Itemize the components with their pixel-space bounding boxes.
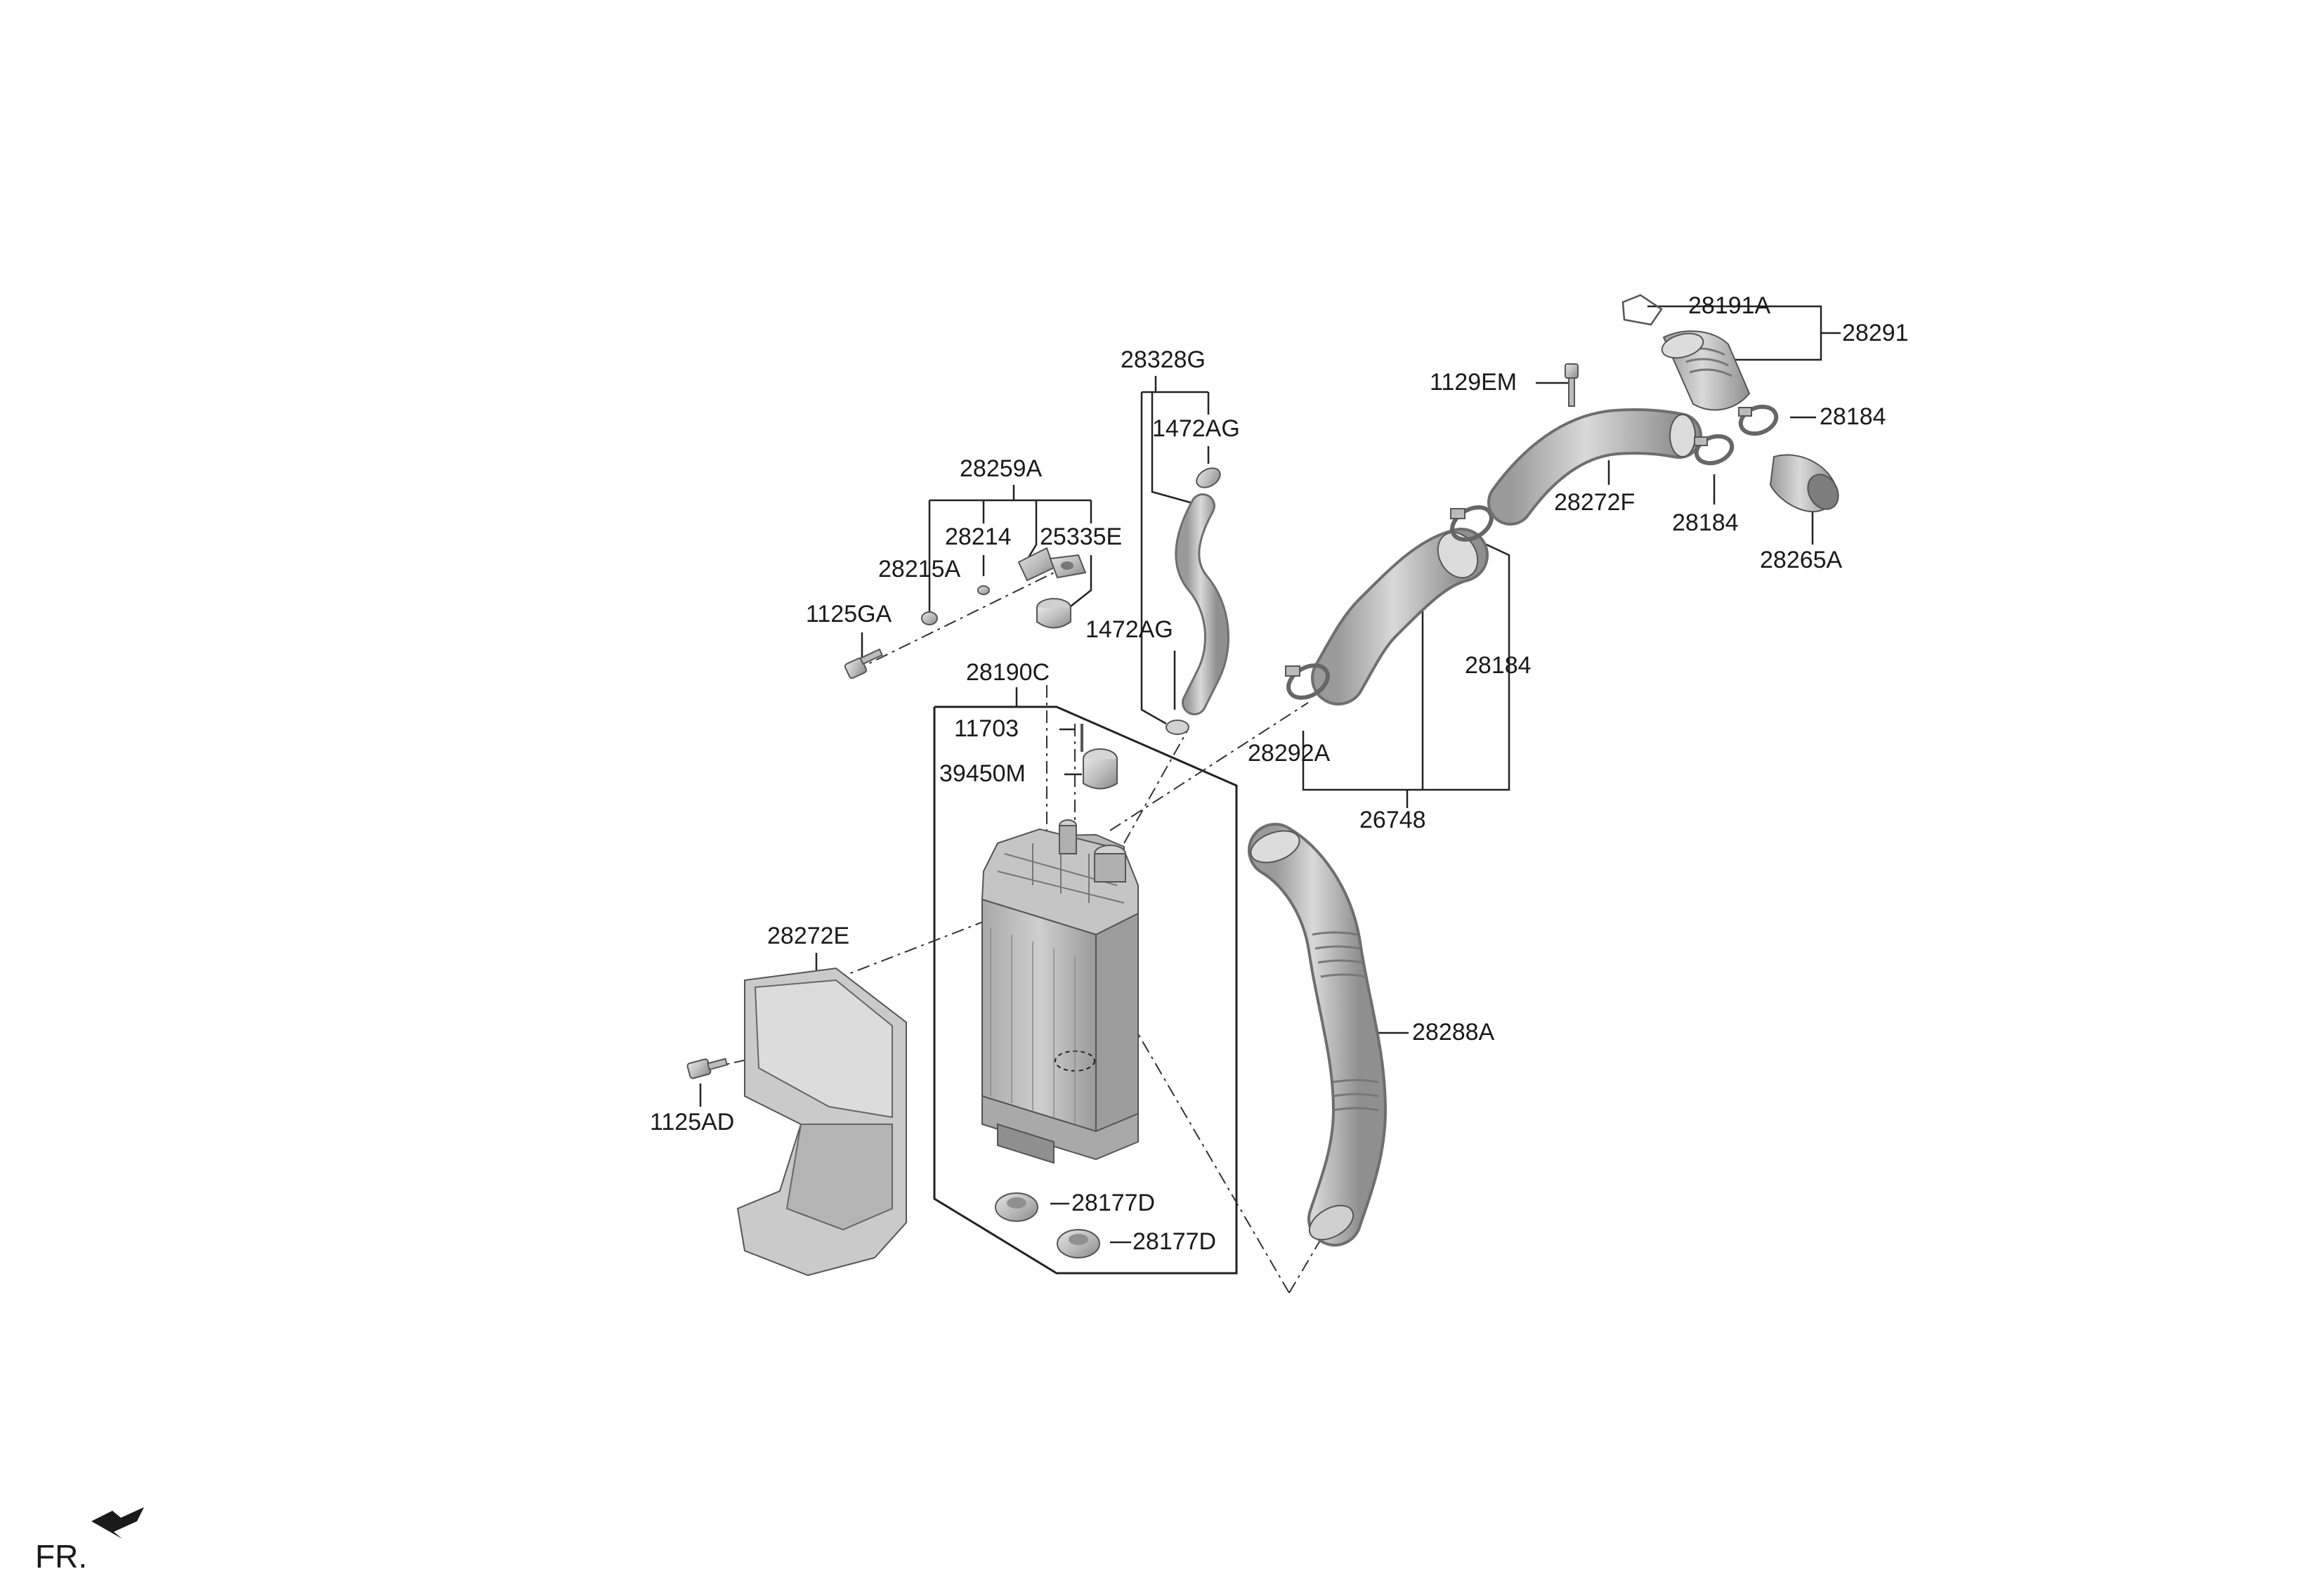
label-1125GA: 1125GA bbox=[806, 601, 892, 627]
intercooler-group-frame bbox=[933, 705, 1238, 1275]
clamp-28184-low bbox=[1694, 434, 1735, 466]
label-28272E: 28272E bbox=[767, 923, 850, 949]
hose-28328G bbox=[1166, 467, 1229, 735]
label-39450M: 39450M bbox=[939, 760, 1026, 787]
front-direction-arrow-icon bbox=[91, 1507, 144, 1539]
hose-28288A bbox=[1248, 823, 1388, 1247]
clamp-28184-top bbox=[1738, 404, 1779, 436]
label-28214: 28214 bbox=[945, 523, 1012, 550]
label-28292A: 28292A bbox=[1248, 740, 1331, 767]
label-1129EM: 1129EM bbox=[1430, 369, 1517, 396]
bolt-1125AD bbox=[686, 1057, 729, 1079]
label-1472AG-top: 1472AG bbox=[1152, 415, 1240, 442]
label-leader-lines bbox=[699, 305, 1841, 1244]
label-28291: 28291 bbox=[1842, 320, 1909, 346]
label-28191A: 28191A bbox=[1688, 292, 1771, 319]
label-1472AG-mid: 1472AG bbox=[1085, 616, 1173, 643]
nut-28214 bbox=[977, 585, 990, 595]
air-guide-28272E bbox=[736, 967, 907, 1277]
label-28184-mid: 28184 bbox=[1465, 652, 1532, 679]
label-1125AD: 1125AD bbox=[650, 1109, 735, 1135]
mount-25335E bbox=[1049, 554, 1087, 579]
label-11703: 11703 bbox=[954, 715, 1019, 742]
valve-39450M bbox=[1081, 724, 1118, 790]
grommet-28177D-a bbox=[995, 1192, 1038, 1222]
label-28272F: 28272F bbox=[1554, 489, 1636, 516]
label-28215A: 28215A bbox=[878, 556, 961, 583]
bolt-1125GA bbox=[844, 648, 884, 679]
hose-28265A bbox=[1769, 454, 1839, 513]
bracket-28214 bbox=[1017, 547, 1055, 582]
front-direction-label: FR. bbox=[35, 1538, 88, 1575]
label-25335E: 25335E bbox=[1040, 523, 1123, 550]
clamp-28292A bbox=[1285, 663, 1330, 700]
label-28265A: 28265A bbox=[1760, 547, 1843, 573]
cap-28190C bbox=[1036, 598, 1071, 629]
label-28184-top: 28184 bbox=[1820, 403, 1886, 430]
label-28328G: 28328G bbox=[1121, 346, 1206, 373]
label-26748: 26748 bbox=[1359, 807, 1426, 833]
oring-28191A bbox=[1621, 294, 1663, 326]
bolt-1129EM bbox=[1565, 363, 1579, 407]
intercooler-core bbox=[981, 819, 1139, 1164]
label-28177D-a: 28177D bbox=[1071, 1190, 1156, 1216]
label-28288A: 28288A bbox=[1412, 1019, 1495, 1046]
label-28177D-b: 28177D bbox=[1132, 1228, 1217, 1255]
grommet-28177D-b bbox=[1057, 1229, 1100, 1258]
label-28184-low: 28184 bbox=[1672, 509, 1739, 536]
sleeve-28291 bbox=[1661, 330, 1751, 411]
pipe-28272F bbox=[1487, 408, 1702, 526]
label-28259A: 28259A bbox=[960, 455, 1043, 482]
grommet-28215A bbox=[921, 611, 938, 625]
pipe-26748 bbox=[1311, 528, 1489, 705]
label-28190C: 28190C bbox=[966, 659, 1050, 686]
